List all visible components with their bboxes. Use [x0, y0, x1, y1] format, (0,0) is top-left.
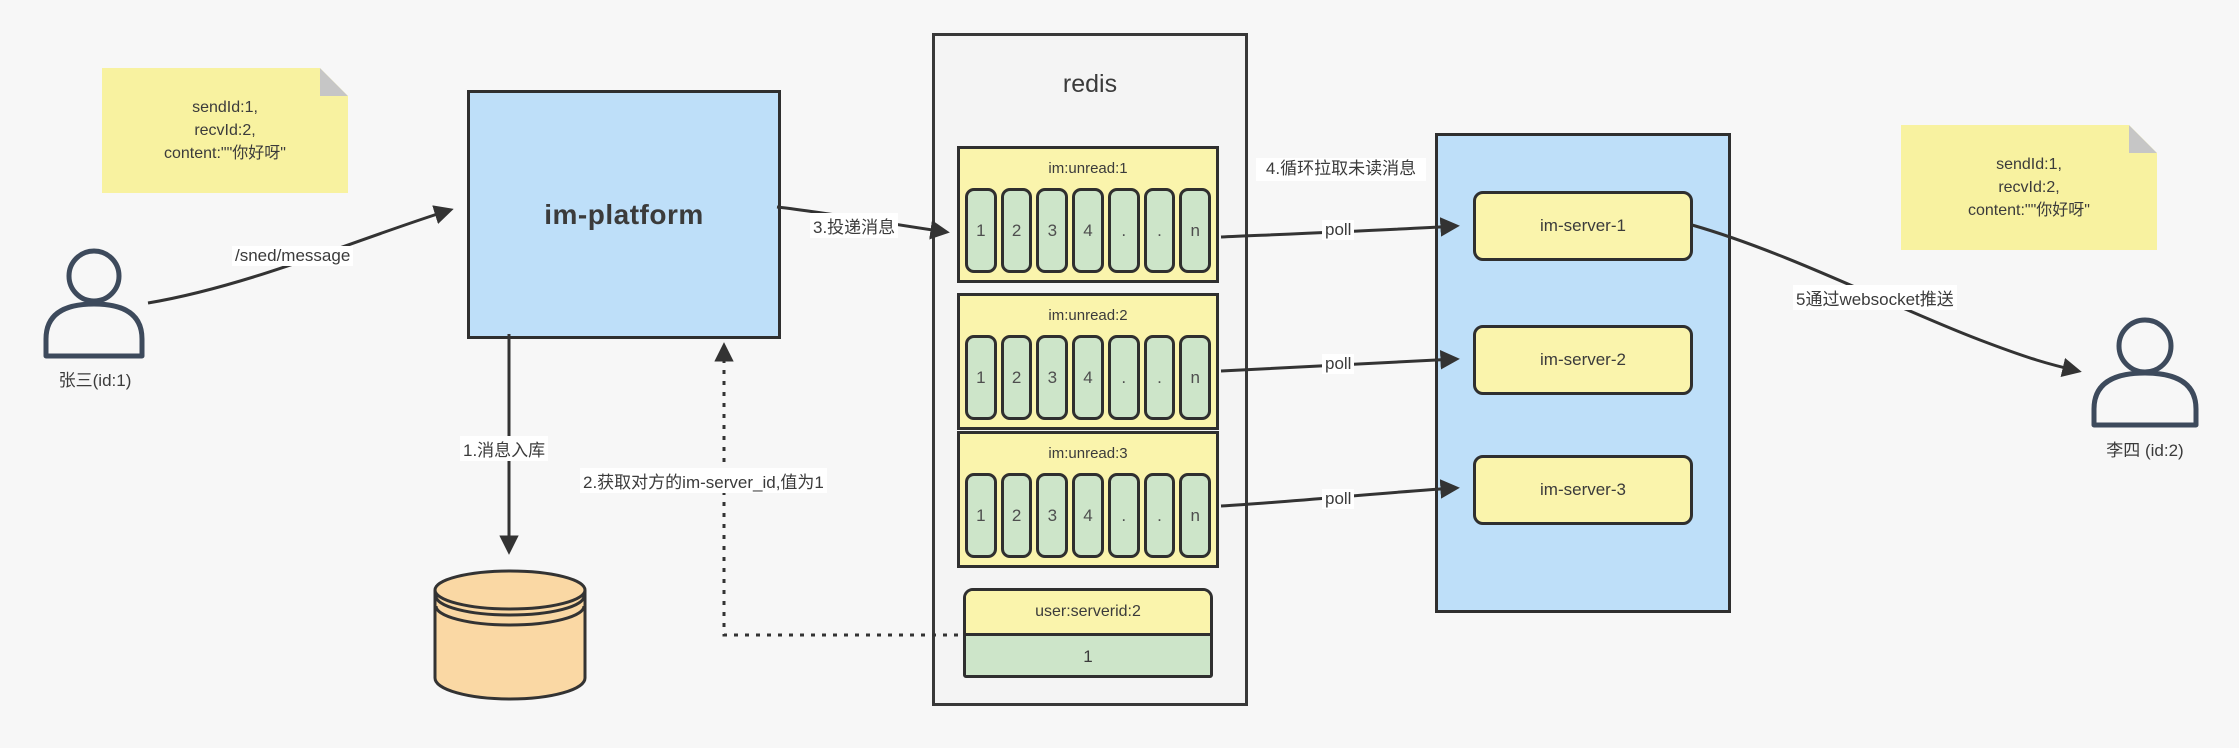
im-server-2-label: im-server-2 — [1540, 350, 1626, 369]
im-server-1-label: im-server-1 — [1540, 216, 1626, 235]
step3-label: 3.投递消息 — [810, 213, 899, 238]
queue-cell: 4 — [1072, 335, 1104, 420]
mysql-label: mysql — [487, 642, 533, 661]
step2-label: 2.获取对方的im-server_id,值为1 — [580, 468, 827, 493]
queue-name: im:unread:1 — [1048, 160, 1128, 177]
queue-cell: 1 — [965, 473, 997, 558]
queue-cells: 1 2 3 4 . . n — [960, 335, 1216, 420]
queue-cell: 3 — [1036, 188, 1069, 273]
queue-cell: . — [1107, 335, 1140, 420]
im-server-3-label: im-server-3 — [1540, 480, 1626, 499]
step4-label: 4.循环拉取未读消息 — [1256, 158, 1426, 181]
step1-label: 1.消息入库 — [460, 436, 549, 461]
queue-cell: 1 — [965, 335, 997, 420]
send-api-label: /sned/message — [232, 246, 354, 266]
queue-name: im:unread:3 — [1048, 445, 1128, 462]
receiver-label: 李四 (id:2) — [2106, 441, 2184, 460]
queue-cell: 3 — [1036, 473, 1069, 558]
queue-cell: . — [1143, 473, 1176, 558]
poll-label-2: poll — [1322, 354, 1355, 374]
queue-cell: 4 — [1072, 188, 1104, 273]
unread-queue-3: im:unread:3 1 2 3 4 . . n — [957, 431, 1219, 568]
queue-cells: 1 2 3 4 . . n — [960, 473, 1216, 558]
queue-cell: 2 — [1000, 473, 1033, 558]
poll-label-1: poll — [1322, 220, 1355, 240]
mysql-cylinder-icon — [433, 569, 587, 701]
poll-label-3: poll — [1322, 489, 1355, 509]
queue-cell: n — [1179, 188, 1212, 273]
note-line: sendId:1, — [192, 98, 258, 116]
queue-cells: 1 2 3 4 . . n — [960, 188, 1216, 273]
im-server-2-box: im-server-2 — [1473, 325, 1693, 395]
im-server-3-box: im-server-3 — [1473, 455, 1693, 525]
unread-queue-2: im:unread:2 1 2 3 4 . . n — [957, 293, 1219, 430]
note-line: sendId:1, — [1996, 155, 2062, 173]
note-line: content:""你好呀" — [164, 145, 286, 163]
im-platform-label: im-platform — [544, 198, 704, 230]
queue-cell: 2 — [1000, 188, 1033, 273]
step5-label: 5通过websocket推送 — [1793, 285, 1957, 310]
user-icon-sender — [43, 248, 145, 359]
sticky-note-right: sendId:1, recvId:2, content:""你好呀" — [1901, 125, 2157, 250]
user-icon-receiver — [2091, 317, 2199, 428]
note-line: recvId:2, — [1998, 178, 2060, 196]
redis-container: redis im:unread:1 1 2 3 4 . . n im:unrea… — [932, 33, 1248, 706]
note-fold-icon — [2129, 125, 2157, 153]
note-fold-icon — [320, 68, 348, 96]
sender-label: 张三(id:1) — [58, 371, 132, 390]
queue-name: im:unread:2 — [1048, 307, 1128, 324]
queue-cell: 1 — [965, 188, 997, 273]
queue-cell: 3 — [1036, 335, 1069, 420]
queue-cell: . — [1143, 335, 1176, 420]
user-serverid-box: user:serverid:2 1 — [963, 588, 1213, 678]
note-line: recvId:2, — [194, 121, 256, 139]
queue-cell: n — [1179, 335, 1212, 420]
im-platform-box: im-platform — [467, 90, 781, 339]
queue-cell: . — [1143, 188, 1176, 273]
queue-cell: . — [1107, 473, 1140, 558]
user-serverid-value: 1 — [966, 636, 1210, 675]
unread-queue-1: im:unread:1 1 2 3 4 . . n — [957, 146, 1219, 283]
queue-cell: n — [1179, 473, 1212, 558]
user-serverid-key: user:serverid:2 — [966, 591, 1210, 636]
queue-cell: . — [1107, 188, 1140, 273]
im-server-1-box: im-server-1 — [1473, 191, 1693, 261]
im-server-cluster: im-server-1 im-server-2 im-server-3 — [1435, 133, 1731, 613]
note-line: content:""你好呀" — [1968, 202, 2090, 220]
queue-cell: 2 — [1000, 335, 1033, 420]
sticky-note-left: sendId:1, recvId:2, content:""你好呀" — [102, 68, 348, 193]
redis-title: redis — [1062, 70, 1118, 98]
queue-cell: 4 — [1072, 473, 1104, 558]
